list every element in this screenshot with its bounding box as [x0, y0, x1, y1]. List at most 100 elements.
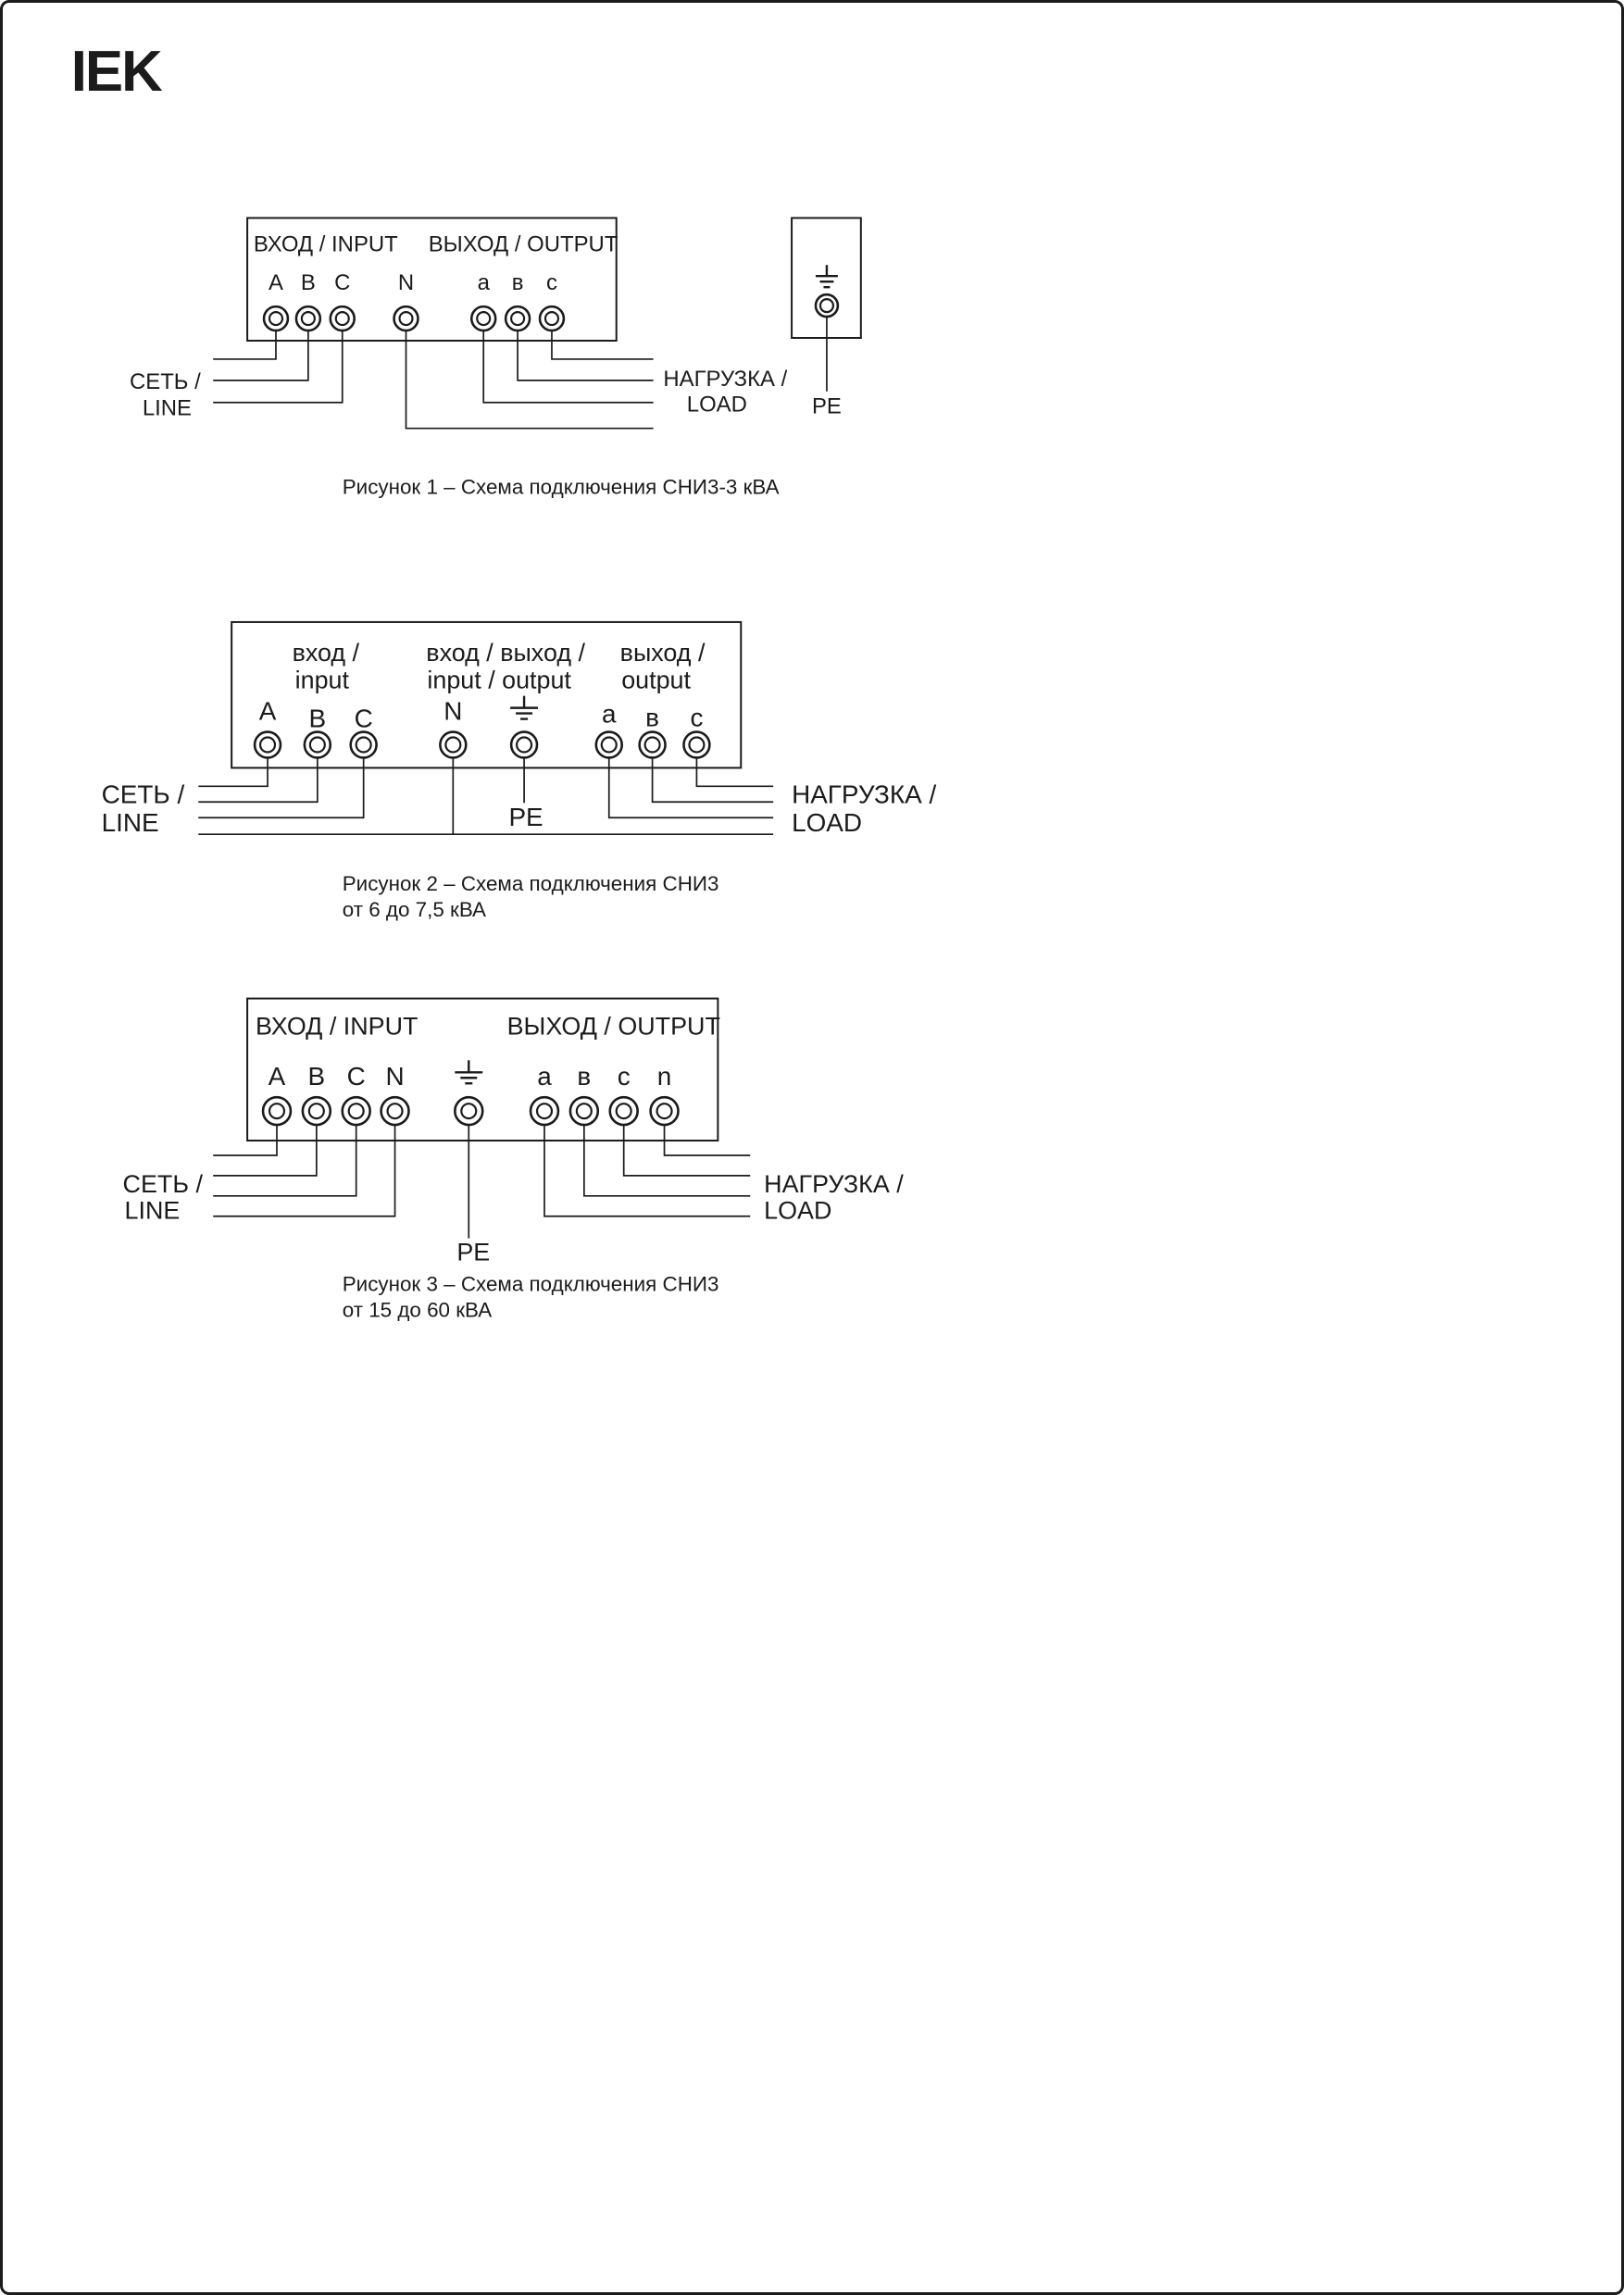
figure3-caption-line1: Рисунок 3 – Схема подключения СНИ3: [343, 1272, 719, 1295]
figure2-io-header-en: input / output: [427, 667, 571, 694]
figure3-terminal-out-n: [649, 1095, 680, 1127]
figure1-terminal-out-s: [538, 305, 566, 332]
figure1-load-label-ru: НАГРУЗКА /: [663, 367, 787, 392]
figure2-terminal-out-v: [638, 730, 667, 759]
figure2-terminal-A: [253, 730, 282, 759]
figure1-terminal-B: [294, 305, 322, 332]
figure3-terminal-PE: [454, 1095, 484, 1127]
figure1-output-header: ВЫХОД / OUTPUT: [429, 231, 618, 256]
figure1-wire-N: [405, 331, 654, 430]
figure2-terminal-out-s: [682, 730, 711, 759]
figure2-load-label-en: LOAD: [792, 808, 862, 837]
figure3-wire-B: [213, 1125, 318, 1177]
figure1-pe-terminal: [814, 293, 840, 318]
figure2-io-header-ru: вход / выход /: [426, 639, 585, 667]
figure3-terminal-out-v: [568, 1095, 600, 1127]
figure2-terminal-label-s: с: [690, 704, 703, 732]
figure3-terminal-out-a: [529, 1095, 560, 1127]
figure2-diagram: вход / input вход / выход / input / outp…: [102, 620, 936, 921]
figure1-input-header: ВХОД / INPUT: [254, 231, 398, 256]
figure1-terminal-out-a: [469, 305, 497, 332]
figure3-wire-out-v: [582, 1125, 751, 1197]
figure2-line-label-en: LINE: [102, 808, 159, 837]
figure2-load-label-ru: НАГРУЗКА /: [792, 780, 936, 808]
figure1-terminal-A: [262, 305, 290, 332]
figure3-pe-label: PE: [456, 1239, 490, 1266]
figure3-diagram: ВХОД / INPUT ВЫХОД / OUTPUT A B C N а в …: [123, 997, 904, 1321]
figure3-terminal-label-B: B: [308, 1062, 326, 1091]
figure3-terminal-label-A: A: [269, 1062, 286, 1091]
figure2-terminal-out-a: [594, 730, 624, 759]
figure2-wire-B: [198, 757, 319, 804]
figure2-terminal-C: [349, 730, 378, 759]
figure1-diagram: ВХОД / INPUT ВЫХОД / OUTPUT A B C N а в …: [130, 217, 862, 498]
earth-ground-icon: [510, 695, 539, 720]
figure1-terminal-label-C: C: [334, 270, 350, 295]
figure1-pe-label: PE: [812, 394, 842, 419]
figure1-line-label-ru: СЕТЬ /: [130, 369, 201, 394]
figure1-wire-A: [213, 331, 277, 360]
figure3-wire-C: [213, 1125, 357, 1197]
earth-ground-icon: [815, 265, 838, 289]
figure2-caption-line2: от 6 до 7,5 кВА: [343, 898, 486, 921]
figure2-terminal-label-B: B: [309, 705, 327, 733]
figure1-terminal-box: [246, 217, 618, 342]
figure3-terminal-label-v: в: [577, 1062, 591, 1091]
figure3-terminal-out-s: [608, 1095, 639, 1127]
figure2-terminal-PE: [509, 730, 539, 759]
figure1-wire-C: [213, 331, 344, 404]
figure3-line-label-en: LINE: [125, 1197, 181, 1225]
figure3-load-label-en: LOAD: [764, 1197, 831, 1225]
figure1-terminal-label-s: с: [546, 270, 557, 295]
figure3-terminal-label-N: N: [385, 1062, 404, 1091]
figure2-terminal-label-A: A: [259, 697, 277, 726]
figure2-output-header-ru: выход /: [620, 639, 706, 667]
figure2-line-label-ru: СЕТЬ /: [102, 780, 185, 808]
figure3-wire-out-n: [663, 1125, 751, 1156]
figure1-caption: Рисунок 1 – Схема подключения СНИ3-3 кВА: [343, 475, 780, 498]
figure3-wire-out-s: [622, 1125, 751, 1177]
figure3-terminal-label-n: n: [657, 1062, 672, 1091]
figure2-terminal-label-v: в: [645, 704, 659, 732]
figure3-wire-out-a: [543, 1125, 751, 1217]
figure1-wire-out-s: [551, 331, 654, 360]
figure2-input-header-ru: вход /: [293, 639, 360, 667]
figure1-terminal-N: [393, 305, 419, 332]
figure2-terminal-label-N: N: [443, 697, 462, 726]
figure2-caption-line1: Рисунок 2 – Схема подключения СНИ3: [343, 872, 719, 895]
figure2-wire-out-a: [607, 757, 774, 819]
figure2-output-header-en: output: [621, 667, 691, 694]
figure1-load-label-en: LOAD: [687, 393, 747, 418]
figure3-line-label-ru: СЕТЬ /: [123, 1170, 204, 1198]
figure2-terminal-label-C: C: [355, 705, 373, 733]
figure3-caption-line2: от 15 до 60 кВА: [343, 1298, 493, 1321]
figure2-wire-A: [198, 757, 269, 788]
figure3-wire-N: [213, 1125, 396, 1217]
figure2-input-header-en: input: [295, 667, 350, 694]
figure2-pe-label: PE: [508, 803, 543, 831]
figure3-terminal-A: [261, 1095, 293, 1127]
figure2-terminal-B: [303, 730, 332, 759]
figure3-terminal-box: [246, 997, 719, 1142]
figure1-pe-box: PE: [791, 217, 862, 419]
figure3-output-header: ВЫХОД / OUTPUT: [507, 1012, 720, 1040]
figure1-wire-out-v: [517, 331, 654, 381]
figure1-wire-B: [213, 331, 309, 381]
figure2-terminal-N: [439, 730, 468, 759]
figure2-wire-C: [198, 757, 365, 819]
figure3-load-label-ru: НАГРУЗКА /: [764, 1170, 904, 1198]
figure1-line-label-en: LINE: [143, 396, 192, 421]
figure3-terminal-C: [341, 1095, 371, 1127]
figure3-input-header: ВХОД / INPUT: [256, 1012, 418, 1040]
figure1-terminal-out-v: [504, 305, 531, 332]
figure2-terminal-box: [231, 620, 743, 769]
figure1-terminal-label-a: а: [478, 270, 491, 295]
figure1-terminal-label-B: B: [301, 270, 316, 295]
figure3-terminal-label-s: с: [618, 1062, 631, 1091]
figure2-terminal-label-a: а: [602, 700, 617, 729]
figure1-wire-out-a: [482, 331, 654, 404]
figure3-wire-A: [213, 1125, 278, 1156]
figure1-terminal-label-A: A: [269, 270, 283, 295]
figure3-terminal-B: [301, 1095, 332, 1127]
